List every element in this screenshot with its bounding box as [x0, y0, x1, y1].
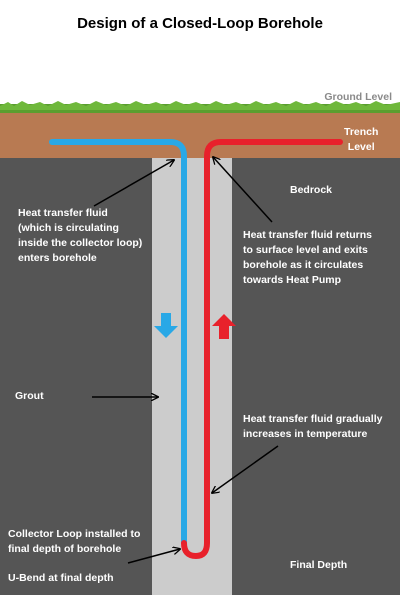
fluid-enters-label: Heat transfer fluid (which is circulatin… — [18, 207, 143, 264]
grout-column — [152, 158, 232, 595]
final-depth-label: Final Depth — [290, 559, 348, 571]
fluid-returns-label: Heat transfer fluid returns to surface l… — [243, 229, 372, 286]
sky — [0, 0, 400, 112]
soil-layer — [0, 113, 400, 158]
collector-loop-label: Collector Loop installed to final depth … — [8, 528, 141, 555]
pointer-fluid-warms — [212, 445, 279, 493]
bedrock-label: Bedrock — [290, 184, 333, 196]
diagram-title: Design of a Closed-Loop Borehole — [77, 15, 323, 32]
hot-pipe-up — [181, 139, 343, 559]
pointer-fluid-enters — [93, 160, 174, 207]
grass-tufts — [0, 101, 400, 110]
u-bend-label: U-Bend at final depth — [8, 572, 114, 584]
blue-down-arrow-icon — [154, 313, 178, 338]
pointer-fluid-returns — [213, 157, 273, 223]
grout-label: Grout — [15, 390, 44, 402]
pointer-u-bend — [127, 549, 180, 564]
red-up-arrow-icon — [212, 314, 236, 339]
trench-level-label: Trench Level — [344, 126, 379, 153]
fluid-warms-label: Heat transfer fluid gradually increases … — [243, 413, 383, 440]
ground-level-label: Ground Level — [324, 91, 392, 103]
cold-pipe-down — [49, 139, 187, 546]
